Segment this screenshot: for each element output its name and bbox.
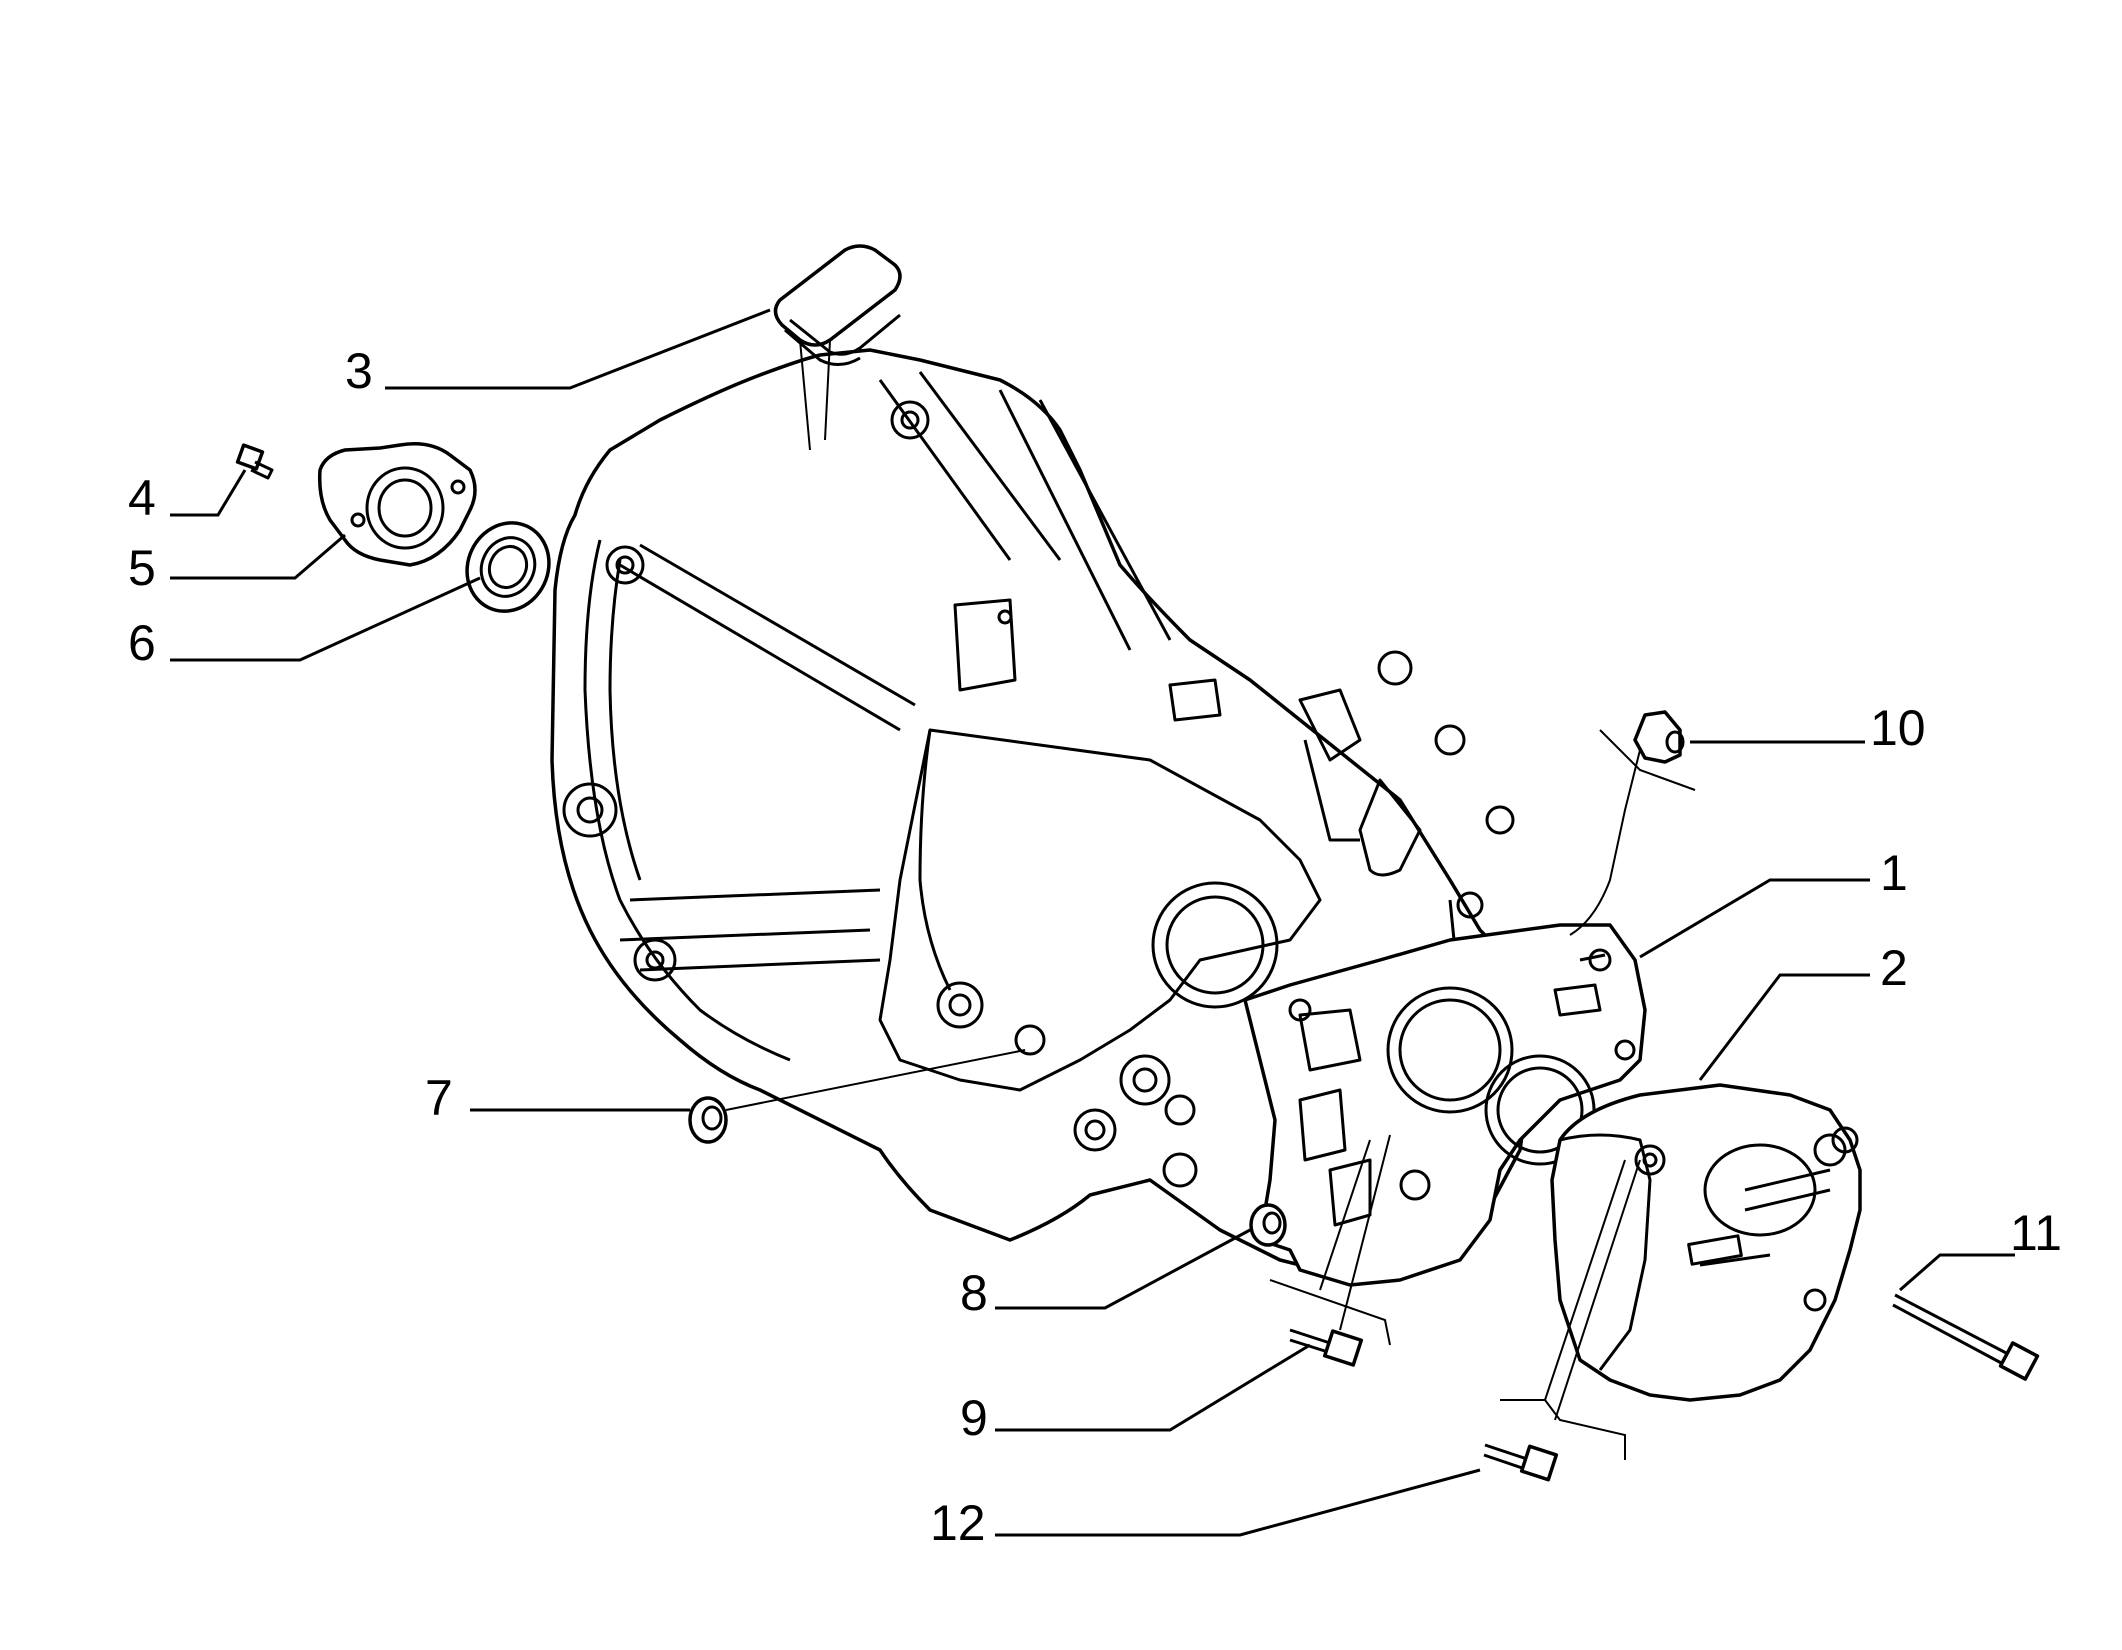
rear-cover [1550,1083,1862,1402]
callout-9: 9 [960,1390,988,1446]
breather-cap [773,244,902,366]
bolt-11 [1892,1293,2040,1381]
callout-5: 5 [128,540,156,596]
bolt-12 [1483,1443,1559,1482]
callout-4: 4 [128,470,156,526]
callout-1: 1 [1880,845,1908,901]
callout-2: 2 [1880,940,1908,996]
callout-12: 12 [930,1495,986,1551]
screw-small [235,443,274,480]
callout-8: 8 [960,1265,988,1321]
plug-7 [688,1096,728,1144]
bearing-carrier [317,442,477,567]
leader-lines [170,308,2015,1537]
plug-8 [1249,1203,1287,1247]
callout-10: 10 [1870,700,1926,756]
callout-6: 6 [128,615,156,671]
callout-3: 3 [345,343,373,399]
callout-11: 11 [2010,1205,2062,1261]
callout-7: 7 [425,1070,453,1126]
bolt-9 [1289,1328,1364,1367]
plug-10 [1633,710,1685,764]
oil-seal [465,521,551,613]
callout-labels: 1 2 3 4 5 6 7 8 9 10 11 12 [128,343,2062,1551]
